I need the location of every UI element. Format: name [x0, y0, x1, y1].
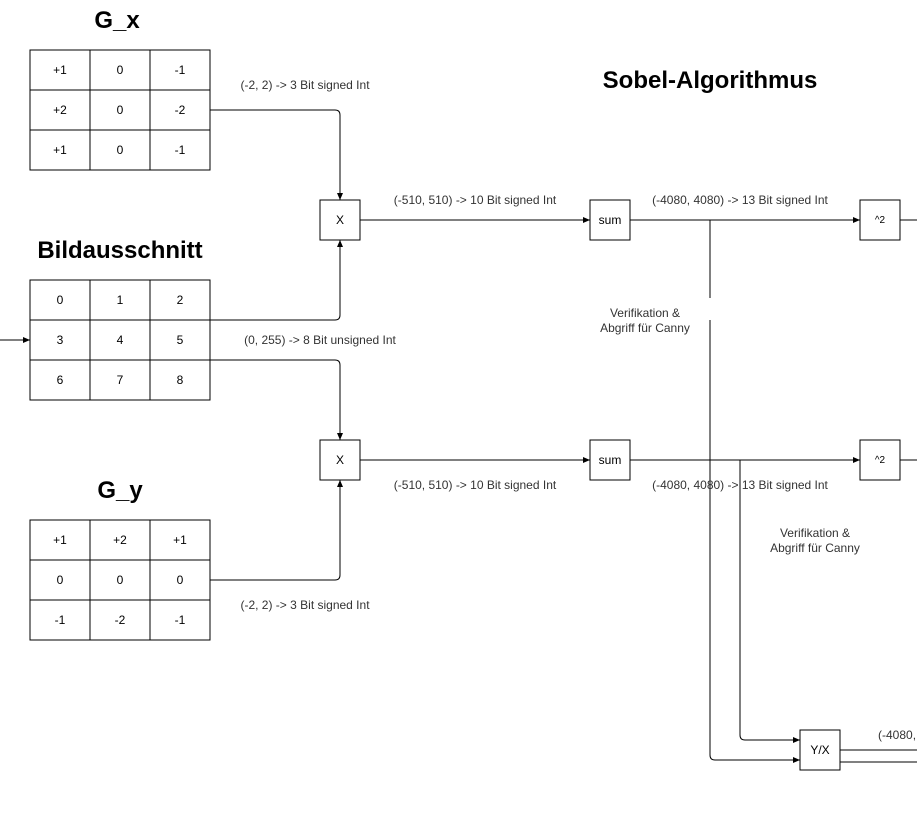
gy-cell-value: -1	[175, 613, 186, 627]
gy-cell	[149, 519, 211, 561]
multiply-top-node: X	[319, 199, 361, 241]
bild-cell-value: 8	[177, 373, 184, 387]
gy-cell-value: +2	[113, 533, 127, 547]
gy-cell-value: 0	[57, 573, 64, 587]
bild-cell-value: 7	[117, 373, 124, 387]
bild-cell	[149, 279, 211, 321]
gx-cell-value: +1	[53, 63, 67, 77]
bild-cell	[89, 359, 151, 401]
bild-cell-value: 1	[117, 293, 124, 307]
bild-cell-value: 3	[57, 333, 64, 347]
gy-cell	[89, 519, 151, 561]
gx-cell-value: +1	[53, 143, 67, 157]
bild-cell	[89, 319, 151, 361]
square-top-node: ^2	[859, 199, 901, 241]
verify-top-label-line1: Verifikation &	[610, 306, 680, 320]
bottom-branch-to-divide-wire	[739, 460, 800, 743]
verify-bottom-label-line2: Abgriff für Canny	[770, 541, 860, 555]
divide-out-wire	[840, 749, 917, 763]
gx-cell-value: -2	[175, 103, 186, 117]
gy-cell-value: +1	[173, 533, 187, 547]
gy-cell-value: -2	[115, 613, 126, 627]
gy-title: G_y	[97, 477, 143, 504]
verify-bottom-label-line1: Verifikation &	[780, 526, 850, 540]
bild-cell-value: 4	[117, 333, 124, 347]
gy-cell-value: -1	[55, 613, 66, 627]
multiply-bottom-node: X	[319, 439, 361, 481]
gy-cell	[89, 559, 151, 601]
sum-top-width-label: (-4080, 4080) -> 13 Bit signed Int	[652, 193, 828, 207]
sum-bottom-node: sum	[589, 439, 631, 481]
square-bottom-label: ^2	[875, 455, 886, 466]
divide-node: Y/X	[799, 729, 841, 771]
sum-bottom-width-label: (-4080, 4080) -> 13 Bit signed Int	[652, 478, 828, 492]
gx-cell-value: 0	[117, 103, 124, 117]
sum-bottom-label: sum	[599, 453, 622, 467]
divide-out-label: (-4080,	[878, 728, 916, 742]
bild-cell	[29, 359, 91, 401]
gx-cell-value: 0	[117, 63, 124, 77]
gx-cell-value: -1	[175, 63, 186, 77]
bild-cell-value: 0	[57, 293, 64, 307]
sum-top-label: sum	[599, 213, 622, 227]
gx-cell	[29, 129, 91, 171]
bild-cell-value: 5	[177, 333, 184, 347]
gx-cell-value: -1	[175, 143, 186, 157]
gx-cell	[89, 129, 151, 171]
bild-cell-value: 2	[177, 293, 184, 307]
verify-top-label-line2: Abgriff für Canny	[600, 321, 690, 335]
gx-cell	[149, 49, 211, 91]
bildausschnitt-title: Bildausschnitt	[37, 237, 202, 264]
bild-width-label: (0, 255) -> 8 Bit unsigned Int	[244, 333, 396, 347]
gx-cell	[149, 129, 211, 171]
top-branch-to-divide-wire	[709, 220, 800, 760]
gx-cell	[29, 49, 91, 91]
bild-cell-value: 6	[57, 373, 64, 387]
mult-top-width-label: (-510, 510) -> 10 Bit signed Int	[394, 193, 557, 207]
gy-cell-value: 0	[177, 573, 184, 587]
sobel-title: Sobel-Algorithmus	[603, 67, 818, 94]
gx-to-mult-top-wire	[210, 109, 343, 200]
gy-cell	[29, 599, 91, 641]
divide-label: Y/X	[810, 743, 829, 757]
gy-cell-value: 0	[117, 573, 124, 587]
gy-width-label: (-2, 2) -> 3 Bit signed Int	[240, 598, 370, 612]
bild-cell	[29, 279, 91, 321]
gx-matrix: +1 0 -1 +2 0 -2 +1 0 -1	[29, 49, 211, 171]
gx-cell-value: +2	[53, 103, 67, 117]
gy-to-mult-bottom-wire	[210, 480, 343, 581]
bildausschnitt-matrix: 0 1 2 3 4 5 6 7 8	[29, 279, 211, 401]
gy-cell	[149, 599, 211, 641]
bild-cell	[149, 359, 211, 401]
bild-to-mult-bottom-wire	[210, 359, 343, 440]
bild-to-mult-top-wire	[210, 240, 343, 321]
mult-bottom-width-label: (-510, 510) -> 10 Bit signed Int	[394, 478, 557, 492]
multiply-top-label: X	[336, 213, 344, 227]
sum-top-node: sum	[589, 199, 631, 241]
gx-width-label: (-2, 2) -> 3 Bit signed Int	[240, 78, 370, 92]
gx-title: G_x	[94, 7, 140, 34]
gy-cell	[29, 519, 91, 561]
square-top-label: ^2	[875, 215, 886, 226]
multiply-bottom-label: X	[336, 453, 344, 467]
gx-cell	[149, 89, 211, 131]
gy-cell	[29, 559, 91, 601]
gy-cell-value: +1	[53, 533, 67, 547]
gx-cell-value: 0	[117, 143, 124, 157]
gy-matrix: +1 +2 +1 0 0 0 -1 -2 -1	[29, 519, 211, 641]
gx-cell	[89, 49, 151, 91]
square-bottom-node: ^2	[859, 439, 901, 481]
